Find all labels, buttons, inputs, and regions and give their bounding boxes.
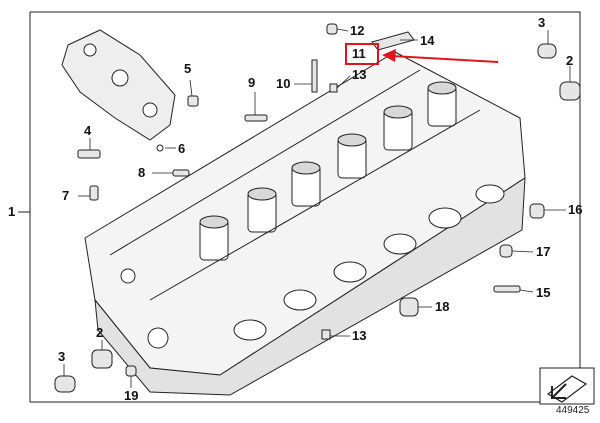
part-4: [77, 149, 101, 159]
callout-5: 5: [184, 61, 192, 76]
callout-15: 15: [536, 285, 551, 300]
part-13-bottom: [321, 329, 331, 340]
assembly-frame: [18, 11, 581, 403]
exploded-view-icon: [539, 367, 595, 405]
callout-14: 14: [420, 33, 435, 48]
callout-2-bottom: 2: [96, 325, 104, 340]
callout-18: 18: [435, 299, 450, 314]
callout-17: 17: [536, 244, 551, 259]
part-2-top: [559, 81, 581, 101]
callout-10: 10: [276, 76, 291, 91]
part-15: [493, 285, 521, 293]
part-16: [529, 203, 545, 219]
part-18: [399, 297, 419, 317]
part-2-bottom: [91, 349, 113, 369]
highlight-box: [345, 43, 379, 65]
part-19: [125, 365, 137, 377]
loose-parts: [54, 23, 581, 393]
part-6: [156, 144, 164, 152]
callout-13-bottom: 13: [352, 328, 367, 343]
part-7: [89, 185, 99, 201]
callout-12: 12: [350, 23, 365, 38]
highlight-arrow-head: [382, 49, 396, 62]
callout-19: 19: [124, 388, 139, 403]
part-10: [311, 59, 318, 93]
part-3-top: [537, 43, 557, 59]
callout-3-top: 3: [538, 15, 546, 30]
catalog-number: 449425: [556, 405, 590, 416]
callout-1: 1: [8, 204, 16, 219]
callout-7: 7: [62, 188, 70, 203]
highlight-marker: [345, 43, 499, 65]
callout-13-top: 13: [352, 67, 367, 82]
callout-8: 8: [138, 165, 146, 180]
part-13-top: [329, 83, 338, 93]
callout-9: 9: [248, 75, 256, 90]
part-17: [499, 244, 513, 258]
callout-16: 16: [568, 202, 583, 217]
callout-6: 6: [178, 141, 186, 156]
part-9: [244, 114, 268, 122]
part-12: [326, 23, 338, 35]
callout-11: 11: [352, 46, 366, 61]
part-3-bottom: [54, 375, 76, 393]
leader-lines: [63, 28, 571, 388]
vanos-bracket: [61, 29, 176, 141]
part-5: [187, 95, 199, 107]
callout-4: 4: [84, 123, 92, 138]
part-8: [172, 169, 190, 177]
callout-2-top: 2: [566, 53, 574, 68]
highlight-arrow-shaft: [391, 55, 499, 63]
cylinder-head: [84, 51, 526, 396]
callout-3-bottom: 3: [58, 349, 66, 364]
